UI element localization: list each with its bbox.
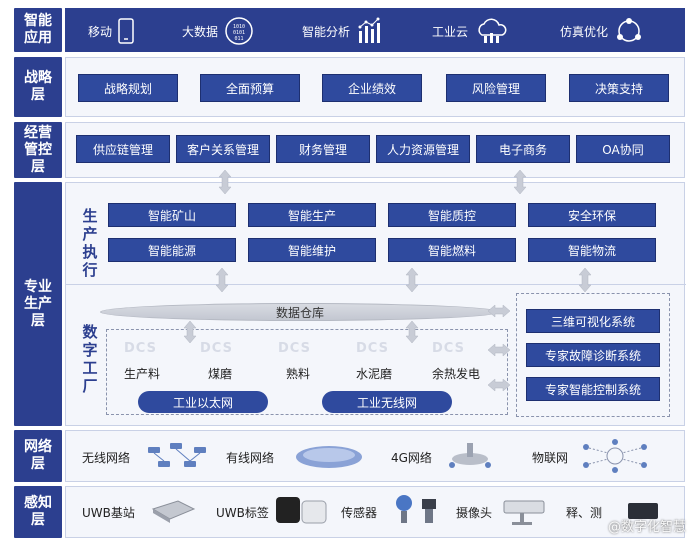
- network-item: 无线网络: [82, 451, 131, 465]
- svg-text:0101: 0101: [233, 30, 245, 36]
- layer-label-strategy: 战略层: [14, 57, 62, 117]
- dcs-label: DCS: [124, 341, 157, 356]
- operations-item[interactable]: 客户关系管理: [176, 135, 270, 163]
- industrial-wireless-cloud: 工业无线网: [322, 391, 452, 413]
- strategy-item[interactable]: 风险管理: [446, 74, 546, 102]
- industrial-cloud-icon: [478, 18, 507, 43]
- plant-item: 余热发电: [432, 367, 481, 381]
- systems-dashed-box: [516, 293, 670, 417]
- production-exec-label: 生产执行: [82, 207, 98, 279]
- dcs-label: DCS: [356, 341, 389, 356]
- bar-analysis-icon: [358, 17, 381, 43]
- operations-item[interactable]: 人力资源管理: [376, 135, 470, 163]
- sensing-item: 传感器: [341, 506, 378, 520]
- network-panel: 无线网络 有线网络 4G网络 物联网: [65, 430, 685, 482]
- mobile-phone-icon: [118, 18, 134, 44]
- network-item: 4G网络: [391, 451, 432, 465]
- strategy-item[interactable]: 企业绩效: [322, 74, 422, 102]
- exec-item[interactable]: 智能维护: [248, 238, 376, 262]
- dcs-label: DCS: [432, 341, 465, 356]
- operations-item[interactable]: 供应链管理: [76, 135, 170, 163]
- smart-app-cloud[interactable]: 工业云: [432, 9, 510, 53]
- plant-item: 煤磨: [208, 367, 233, 381]
- operations-item[interactable]: 电子商务: [476, 135, 570, 163]
- 4g-network-icon: [449, 443, 491, 468]
- camera-icon: [503, 500, 545, 525]
- smart-app-analysis[interactable]: 智能分析: [302, 9, 386, 53]
- network-cycle-icon: [617, 18, 642, 42]
- iot-network-icon: [583, 439, 647, 473]
- digital-factory-label: 数字工厂: [82, 323, 98, 395]
- system-item[interactable]: 专家智能控制系统: [526, 377, 660, 401]
- layer-label-production: 专业生产层: [14, 182, 62, 426]
- sensing-panel: UWB基站 UWB标签 传感器 摄像头 释、测: [65, 486, 685, 538]
- sensing-partial-text: 释、测: [566, 506, 603, 520]
- plant-item: 水泥磨: [356, 367, 393, 381]
- dcs-label: DCS: [200, 341, 233, 356]
- strategy-item[interactable]: 决策支持: [569, 74, 669, 102]
- smart-app-mobile[interactable]: 移动: [88, 9, 134, 53]
- data-warehouse: 数据仓库: [100, 303, 500, 321]
- sensing-item: UWB基站: [82, 506, 135, 520]
- uwb-tag-icon: [276, 497, 327, 524]
- system-item[interactable]: 三维可视化系统: [526, 309, 660, 333]
- sensing-item: 摄像头: [456, 506, 493, 520]
- wired-network-icon: [296, 446, 362, 468]
- exec-item[interactable]: 智能物流: [528, 238, 656, 262]
- smart-app-simulation[interactable]: 仿真优化: [560, 9, 644, 53]
- operations-item[interactable]: 财务管理: [276, 135, 370, 163]
- layer-label-operations: 经营管控层: [14, 122, 62, 178]
- device-icon: [628, 503, 658, 519]
- section-divider: [66, 284, 686, 285]
- strategy-item[interactable]: 全面预算: [200, 74, 300, 102]
- exec-item[interactable]: 智能矿山: [108, 203, 236, 227]
- svg-text:011: 011: [235, 36, 244, 42]
- exec-item[interactable]: 安全环保: [528, 203, 656, 227]
- dcs-label: DCS: [278, 341, 311, 356]
- exec-item[interactable]: 智能质控: [388, 203, 516, 227]
- exec-item[interactable]: 智能燃料: [388, 238, 516, 262]
- exec-item[interactable]: 智能生产: [248, 203, 376, 227]
- layer-label-network: 网络层: [14, 430, 62, 482]
- exec-item[interactable]: 智能能源: [108, 238, 236, 262]
- sensor-icon: [396, 495, 436, 523]
- plant-dashed-box: [106, 329, 508, 415]
- network-item: 物联网: [532, 451, 569, 465]
- plant-item: 熟料: [286, 367, 311, 381]
- industrial-ethernet-cloud: 工业以太网: [138, 391, 268, 413]
- watermark: @数字化智慧: [607, 520, 686, 535]
- wireless-network-icon: [148, 443, 206, 467]
- strategy-panel: 战略规划 全面预算 企业绩效 风险管理 决策支持: [65, 57, 685, 117]
- system-item[interactable]: 专家故障诊断系统: [526, 343, 660, 367]
- layer-label-smart-apps: 智能应用: [14, 8, 62, 52]
- layer-label-sensing: 感知层: [14, 486, 62, 538]
- strategy-item[interactable]: 战略规划: [78, 74, 178, 102]
- network-item: 有线网络: [226, 451, 275, 465]
- operations-panel: 供应链管理 客户关系管理 财务管理 人力资源管理 电子商务 OA协同: [65, 122, 685, 178]
- operations-item[interactable]: OA协同: [576, 135, 670, 163]
- sensing-item: UWB标签: [216, 506, 269, 520]
- uwb-base-station-icon: [151, 500, 196, 523]
- plant-item: 生产料: [124, 367, 161, 381]
- svg-text:1010: 1010: [233, 24, 245, 30]
